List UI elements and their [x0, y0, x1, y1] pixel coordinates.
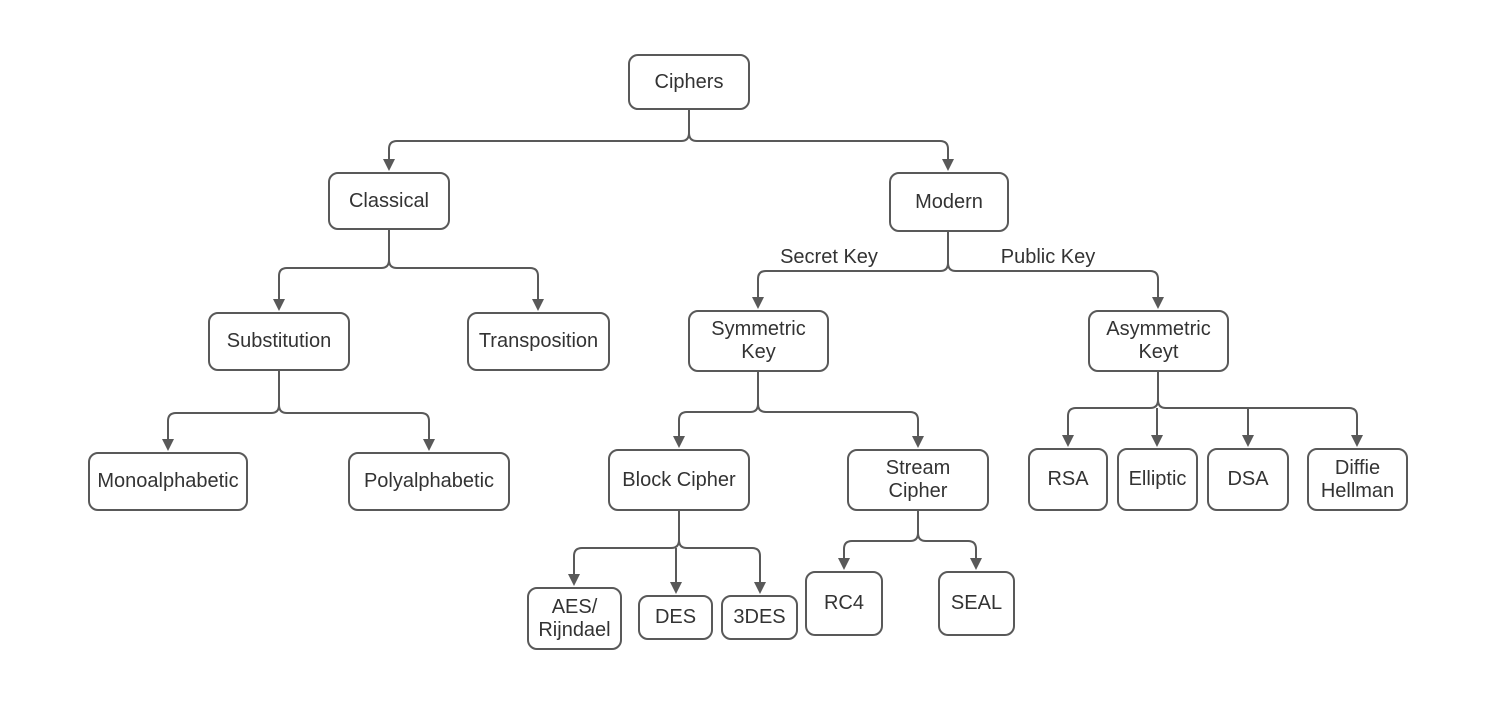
node-label: RC4 [823, 592, 864, 614]
node-label: Stream Cipher [885, 457, 951, 502]
node-dsa: DSA [1207, 448, 1289, 511]
node-classical: Classical [328, 172, 450, 230]
edge-classical-transposition [388, 230, 544, 311]
edge-stream-rc4 [838, 511, 919, 570]
node-label: Modern [915, 190, 983, 213]
node-ciphers: Ciphers [628, 54, 750, 110]
node-label: Classical [348, 189, 430, 212]
node-label: Monoalphabetic [97, 470, 239, 492]
edge-classical-substitution [273, 230, 390, 311]
node-label: Transposition [478, 330, 599, 352]
edge-asymmetric-rsa [1062, 372, 1159, 447]
node-symmetric-key: Symmetric Key [688, 310, 829, 372]
node-seal: SEAL [938, 571, 1015, 636]
node-label: Symmetric Key [711, 318, 806, 363]
node-rc4: RC4 [805, 571, 883, 636]
edge-ciphers-classical [383, 110, 690, 171]
edge-substitution-polyalphabetic [278, 371, 435, 451]
edge-block-3des [678, 511, 766, 594]
node-label: Polyalphabetic [363, 470, 495, 492]
node-elliptic: Elliptic [1117, 448, 1198, 511]
node-polyalphabetic: Polyalphabetic [348, 452, 510, 511]
node-substitution: Substitution [208, 312, 350, 371]
edge-stream-seal [917, 511, 982, 570]
edge-block-aes-rijndael [568, 511, 680, 586]
edge-symmetric-block-cipher [673, 372, 759, 448]
node-label: Diffie Hellman [1320, 456, 1395, 502]
node-label: RSA [1047, 468, 1089, 490]
node-diffie-hellman: Diffie Hellman [1307, 448, 1408, 511]
node-transposition: Transposition [467, 312, 610, 371]
edge-modern-asymmetric [947, 232, 1164, 309]
node-monoalphabetic: Monoalphabetic [88, 452, 248, 511]
node-block-cipher: Block Cipher [608, 449, 750, 511]
node-label: DES [654, 606, 697, 628]
node-3des: 3DES [721, 595, 798, 640]
node-label: Block Cipher [622, 468, 736, 491]
node-label: AES/ Rijndael [538, 595, 611, 641]
edge-symmetric-stream-cipher [757, 372, 924, 448]
node-aes-rijndael: AES/ Rijndael [527, 587, 622, 650]
node-label: Ciphers [654, 70, 724, 93]
edge-ciphers-modern [688, 110, 954, 171]
node-label: Substitution [226, 330, 332, 352]
node-rsa: RSA [1028, 448, 1108, 511]
edge-asymmetric-diffie-hellman [1157, 372, 1363, 447]
node-stream-cipher: Stream Cipher [847, 449, 989, 511]
node-modern: Modern [889, 172, 1009, 232]
edge-label-public-key: Public Key [1000, 246, 1096, 268]
node-label: 3DES [733, 606, 786, 628]
node-des: DES [638, 595, 713, 640]
edge-label-secret-key: Secret Key [780, 246, 878, 268]
node-label: DSA [1227, 468, 1269, 490]
node-label: SEAL [950, 592, 1003, 614]
edge-substitution-monoalphabetic [162, 371, 280, 451]
node-label: Elliptic [1128, 468, 1187, 490]
node-label: Asymmetric Keyt [1106, 318, 1211, 363]
node-asymmetric-keyt: Asymmetric Keyt [1088, 310, 1229, 372]
